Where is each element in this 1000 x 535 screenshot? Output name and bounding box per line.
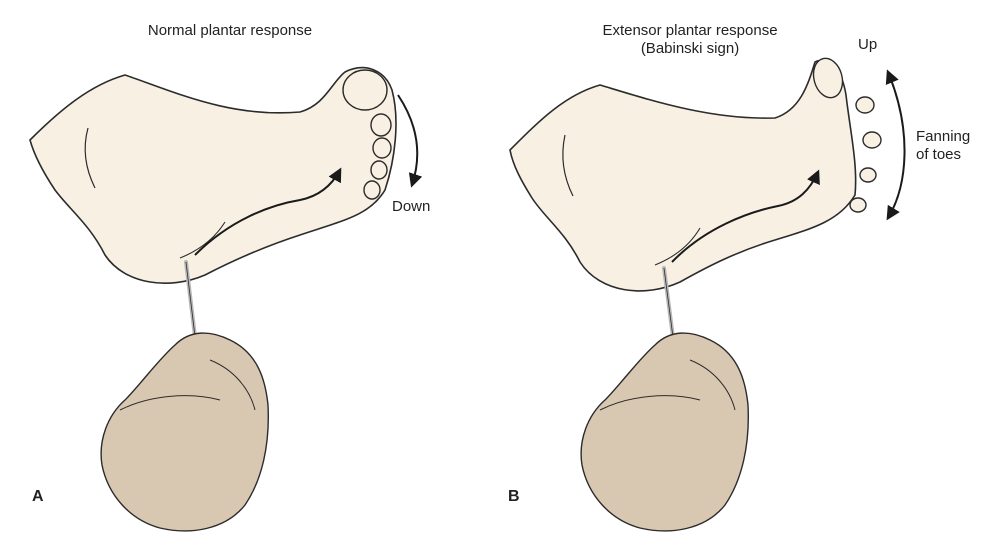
toes-fanned — [812, 57, 882, 213]
panel-a-letter: A — [32, 488, 44, 505]
panel-a-title: Normal plantar response — [147, 22, 313, 39]
hand-b — [580, 332, 749, 532]
fanning-label-line2: of toes — [916, 146, 962, 163]
stroke-path-arrow-a — [194, 167, 342, 256]
foot-babinski — [509, 59, 857, 292]
down-label: Down — [392, 198, 431, 215]
up-label: Up — [858, 36, 878, 53]
foot-normal — [29, 66, 397, 284]
fanning-label-line1: Fanning — [916, 128, 971, 145]
panel-a — [29, 66, 423, 532]
panel-b-title-line2: (Babinski sign) — [640, 40, 740, 57]
down-arrow — [397, 94, 423, 188]
hand-a — [100, 332, 269, 532]
toes-normal — [342, 69, 392, 200]
panel-b — [509, 57, 906, 532]
stroke-path-arrow-b — [671, 169, 820, 263]
panel-b-letter: B — [508, 488, 520, 505]
panel-b-title-line1: Extensor plantar response — [602, 22, 778, 39]
fanning-arrow — [885, 69, 906, 221]
